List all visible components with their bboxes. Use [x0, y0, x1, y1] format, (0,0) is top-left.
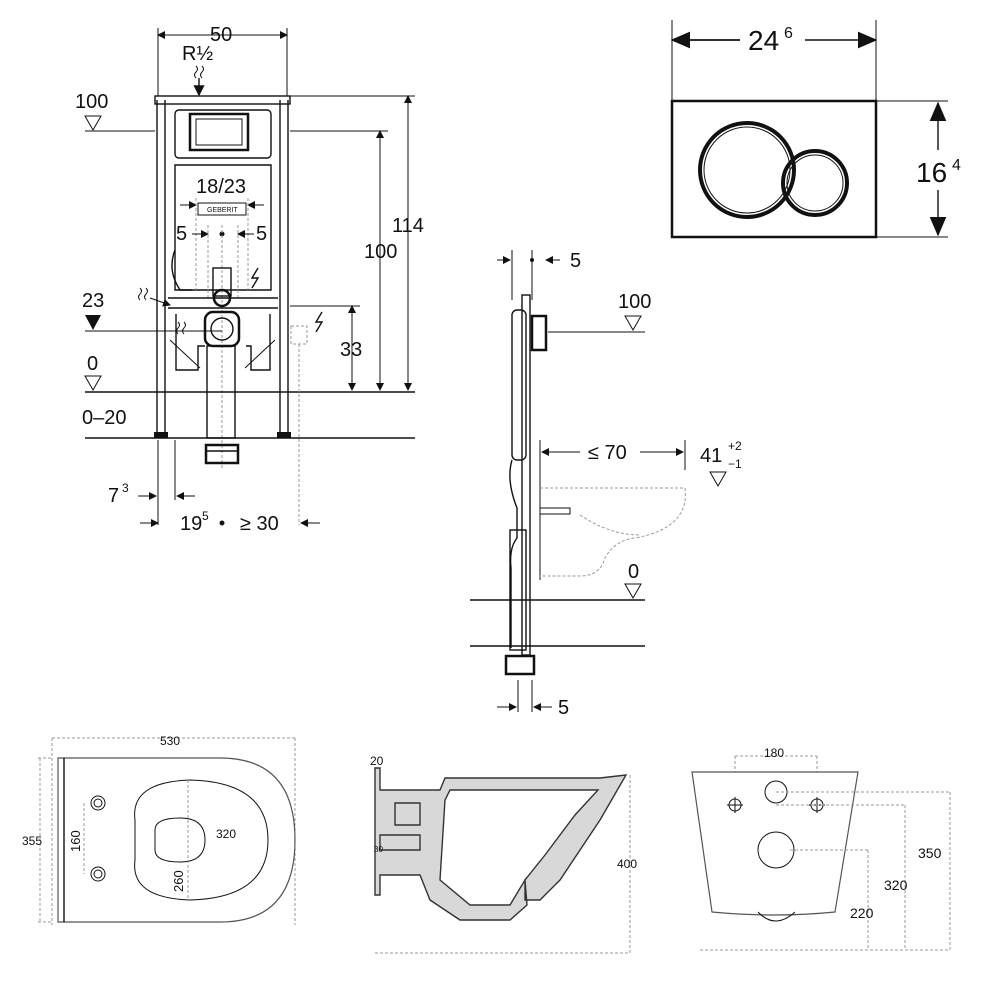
side-cistern — [511, 309, 527, 461]
offset-left-label: 5 — [176, 223, 187, 245]
drain-hole — [757, 831, 795, 869]
bowl-back-outline — [691, 771, 859, 916]
dist-a-sup: 3 — [122, 481, 129, 495]
power-socket — [290, 325, 308, 345]
flush-button-small — [781, 149, 849, 217]
outlet-label: 30 — [374, 845, 383, 854]
floor-range-label: 0–20 — [82, 407, 127, 429]
water-supply-icon — [194, 65, 204, 79]
seat-tol-minus: −1 — [728, 457, 742, 471]
rim-label: 20 — [370, 754, 384, 768]
height-total-label: 114 — [392, 215, 424, 237]
frame-width-label: 50 — [210, 24, 232, 46]
height-a-label: 350 — [918, 845, 942, 861]
level-mid-marker — [85, 315, 101, 330]
plate-width-label: 24 — [748, 25, 779, 56]
side-flush-plate — [530, 314, 548, 352]
height-b-label: 320 — [884, 877, 908, 893]
electric-icon — [250, 267, 260, 289]
plate-height-sup: 4 — [952, 157, 961, 174]
bowl-top-view: 530 355 160 320 260 — [22, 734, 296, 925]
frame-top-rail — [154, 95, 291, 105]
connection-label: R½ — [182, 43, 213, 65]
seat-tol-plus: +2 — [728, 439, 742, 453]
seat-height-label: 41 — [700, 445, 722, 467]
bowl-width-label: 355 — [22, 834, 42, 848]
frame-front-view: 50 R½ GEBERIT 18/23 5 5 — [75, 24, 424, 535]
power-icon — [314, 311, 324, 333]
dist-c-label: ≥ 30 — [240, 513, 279, 535]
plate-width-sup: 6 — [784, 25, 793, 42]
bowl-back-view: 180 350 320 220 — [691, 746, 951, 951]
frame-side-view: 5 100 ≤ 70 41 +2 −1 0 5 — [470, 250, 742, 719]
level-floor-label: 0 — [87, 353, 98, 375]
bolt-spacing-label: 180 — [764, 746, 784, 760]
hole-spacing-label: 160 — [68, 830, 83, 852]
bowl-section-outline — [374, 767, 628, 921]
dist-b-sup: 5 — [202, 509, 209, 523]
bowl-side-view: 20 30 400 — [370, 754, 637, 955]
cistern-body — [174, 164, 272, 291]
brand-label: GEBERIT — [207, 207, 238, 214]
height-power-label: 33 — [340, 339, 362, 361]
dist-b-label: 19 — [180, 513, 202, 535]
water-inlet-icon — [138, 287, 148, 301]
inner-offset-label: 260 — [171, 870, 186, 892]
flush-plate-view: 24 6 16 4 — [670, 20, 961, 239]
flush-spacing-label: 18/23 — [196, 176, 246, 198]
height-c-label: 220 — [850, 905, 874, 921]
level-mid-label: 23 — [82, 290, 104, 312]
level-top-marker — [84, 115, 102, 132]
level-top-label: 100 — [75, 91, 108, 113]
cistern-top — [174, 109, 272, 159]
depth-bottom-label: 5 — [558, 697, 569, 719]
bowl-top-outline — [57, 757, 296, 923]
dist-a-label: 7 — [108, 485, 119, 507]
side-level-floor-label: 0 — [628, 561, 639, 583]
side-level-top-label: 100 — [618, 291, 651, 313]
bowl-height-label: 400 — [617, 857, 637, 871]
projection-label: ≤ 70 — [588, 442, 627, 464]
offset-right-label: 5 — [256, 223, 267, 245]
height-frame-label: 100 — [364, 241, 397, 263]
inner-length-label: 320 — [216, 827, 236, 841]
bowl-length-label: 530 — [160, 734, 180, 748]
depth-top-label: 5 — [570, 250, 581, 272]
level-floor-marker — [84, 375, 102, 392]
plate-height-label: 16 — [916, 157, 947, 188]
flush-opening — [188, 112, 250, 152]
side-bowl-outline — [540, 487, 686, 577]
brand-plate — [197, 202, 247, 216]
flush-button-large — [698, 121, 796, 219]
